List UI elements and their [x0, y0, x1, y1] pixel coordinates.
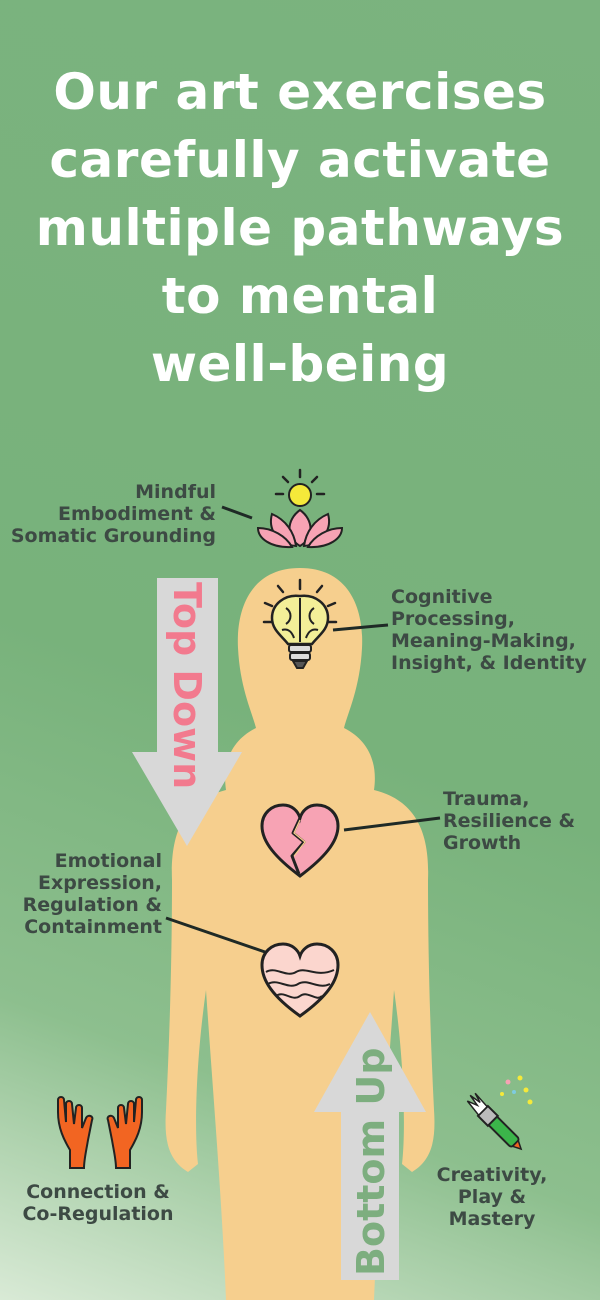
label-line: Embodiment &: [57, 503, 216, 525]
label-line: Mindful: [135, 481, 216, 503]
headline-line-5: well-being: [150, 335, 450, 393]
headline: Our art exercises carefully activate mul…: [0, 58, 600, 398]
headline-line-1: Our art exercises: [53, 63, 547, 121]
label-line: Containment: [24, 916, 162, 938]
cognitive-connector: [332, 623, 389, 632]
headline-line-4: to mental: [161, 267, 439, 325]
label-line: Somatic Grounding: [10, 525, 216, 547]
label-connection: Connection & Co-Regulation: [8, 1181, 188, 1225]
top-down-text: Top Down: [165, 582, 209, 789]
label-creativity: Creativity, Play & Mastery: [424, 1164, 560, 1230]
wave-heart-icon: [260, 942, 340, 1018]
broken-heart-icon: [260, 803, 340, 878]
label-trauma-resilience: Trauma, Resilience & Growth: [443, 788, 593, 854]
paintbrush-icon: [466, 1075, 533, 1151]
label-emotional-expression: Emotional Expression, Regulation & Conta…: [0, 850, 162, 938]
label-line: Meaning-Making,: [391, 630, 576, 652]
label-line: Insight, & Identity: [391, 652, 587, 674]
label-line: Emotional: [54, 850, 162, 872]
label-line: Connection &: [26, 1181, 170, 1203]
open-hands-icon: [57, 1096, 143, 1169]
label-line: Trauma,: [443, 788, 530, 810]
label-line: Co-Regulation: [22, 1203, 174, 1225]
brain-lightbulb-icon: [262, 578, 338, 669]
headline-line-3: multiple pathways: [35, 199, 565, 257]
bottom-up-arrow: Bottom Up: [314, 1012, 426, 1280]
emotional-connector: [165, 916, 266, 954]
label-line: Resilience &: [443, 810, 576, 832]
label-line: Growth: [443, 832, 522, 854]
bottom-up-text: Bottom Up: [349, 1048, 393, 1276]
label-line: Processing,: [391, 608, 515, 630]
label-mindful-embodiment: Mindful Embodiment & Somatic Grounding: [0, 481, 216, 547]
label-cognitive-processing: Cognitive Processing, Meaning-Making, In…: [391, 586, 596, 674]
label-line: Expression,: [37, 872, 162, 894]
headline-line-2: carefully activate: [49, 131, 551, 189]
label-line: Regulation &: [22, 894, 162, 916]
label-line: Cognitive: [391, 586, 493, 608]
mindful-connector: [221, 505, 253, 520]
label-line: Mastery: [448, 1208, 536, 1230]
trauma-connector: [343, 816, 441, 832]
label-line: Creativity,: [436, 1164, 548, 1186]
label-line: Play &: [457, 1186, 527, 1208]
connector-lines: [165, 505, 441, 954]
top-down-arrow: Top Down: [132, 578, 242, 846]
lotus-sun-icon: [256, 468, 344, 549]
